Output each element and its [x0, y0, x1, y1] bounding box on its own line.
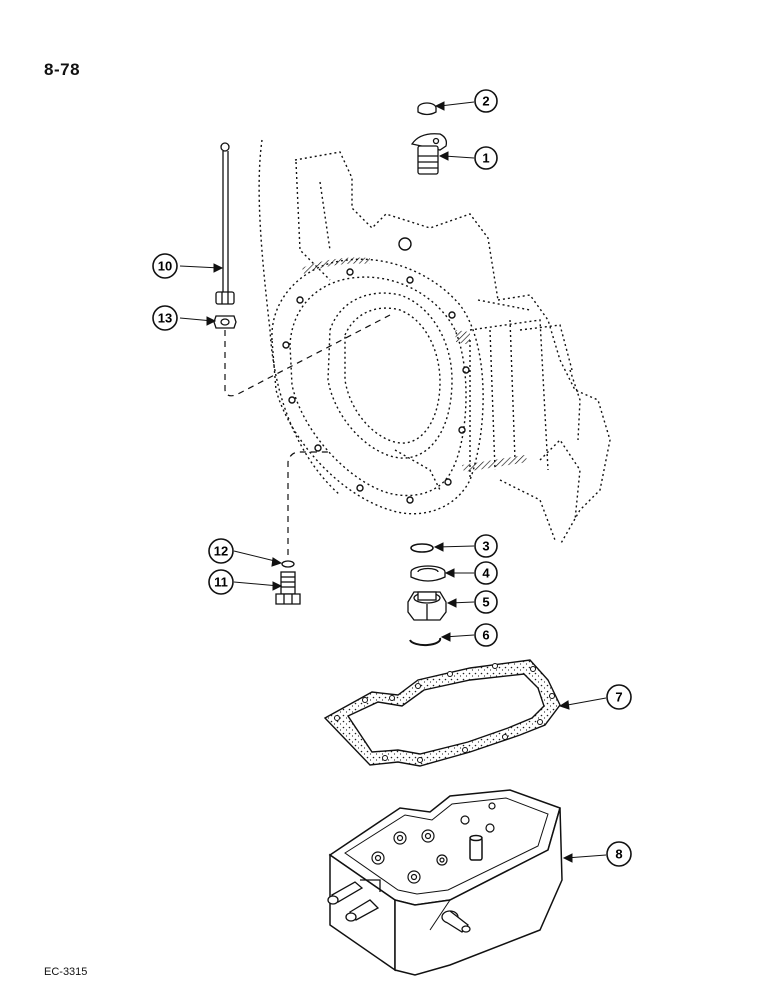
callout-4: 4: [474, 561, 498, 585]
footer-code: EC-3315: [44, 966, 88, 978]
svg-text:10: 10: [158, 259, 172, 274]
dipstick-rod: [215, 142, 235, 305]
svg-text:12: 12: [214, 544, 228, 559]
svg-text:13: 13: [158, 311, 172, 326]
plug: [417, 102, 437, 116]
housing-hatch-accents: [302, 257, 528, 472]
fitting: [410, 133, 448, 175]
page-number: 8-78: [44, 60, 81, 79]
callout-1: 1: [474, 146, 498, 170]
dipstick-assembly-line: [224, 314, 391, 397]
svg-text:2: 2: [482, 94, 489, 109]
svg-text:6: 6: [482, 628, 489, 643]
svg-text:3: 3: [482, 539, 489, 554]
gasket: [323, 659, 561, 767]
callout-2: 2: [474, 89, 498, 113]
bolt: [275, 571, 301, 605]
seal-washer: [410, 565, 446, 582]
callout-12: 12: [208, 538, 234, 564]
callout-8: 8: [606, 841, 632, 867]
nut: [213, 315, 237, 329]
bolt-assembly-line: [287, 451, 330, 555]
callout-leaders: [179, 101, 607, 863]
callout-11: 11: [208, 569, 234, 595]
svg-text:7: 7: [615, 690, 622, 705]
callout-13: 13: [152, 305, 178, 331]
callout-3: 3: [474, 534, 498, 558]
transmission-housing: [258, 139, 611, 546]
washer-small: [281, 560, 295, 568]
threaded-plug: [407, 591, 447, 621]
callout-6: 6: [474, 623, 498, 647]
svg-text:11: 11: [214, 575, 228, 590]
callout-5: 5: [474, 590, 498, 614]
valve-body: [327, 789, 563, 976]
callout-7: 7: [606, 684, 632, 710]
svg-text:4: 4: [482, 566, 490, 581]
o-ring: [410, 543, 434, 553]
svg-text:1: 1: [482, 151, 489, 166]
callout-10: 10: [152, 253, 178, 279]
svg-text:8: 8: [615, 847, 622, 862]
snap-ring: [409, 637, 442, 647]
svg-text:5: 5: [482, 595, 489, 610]
